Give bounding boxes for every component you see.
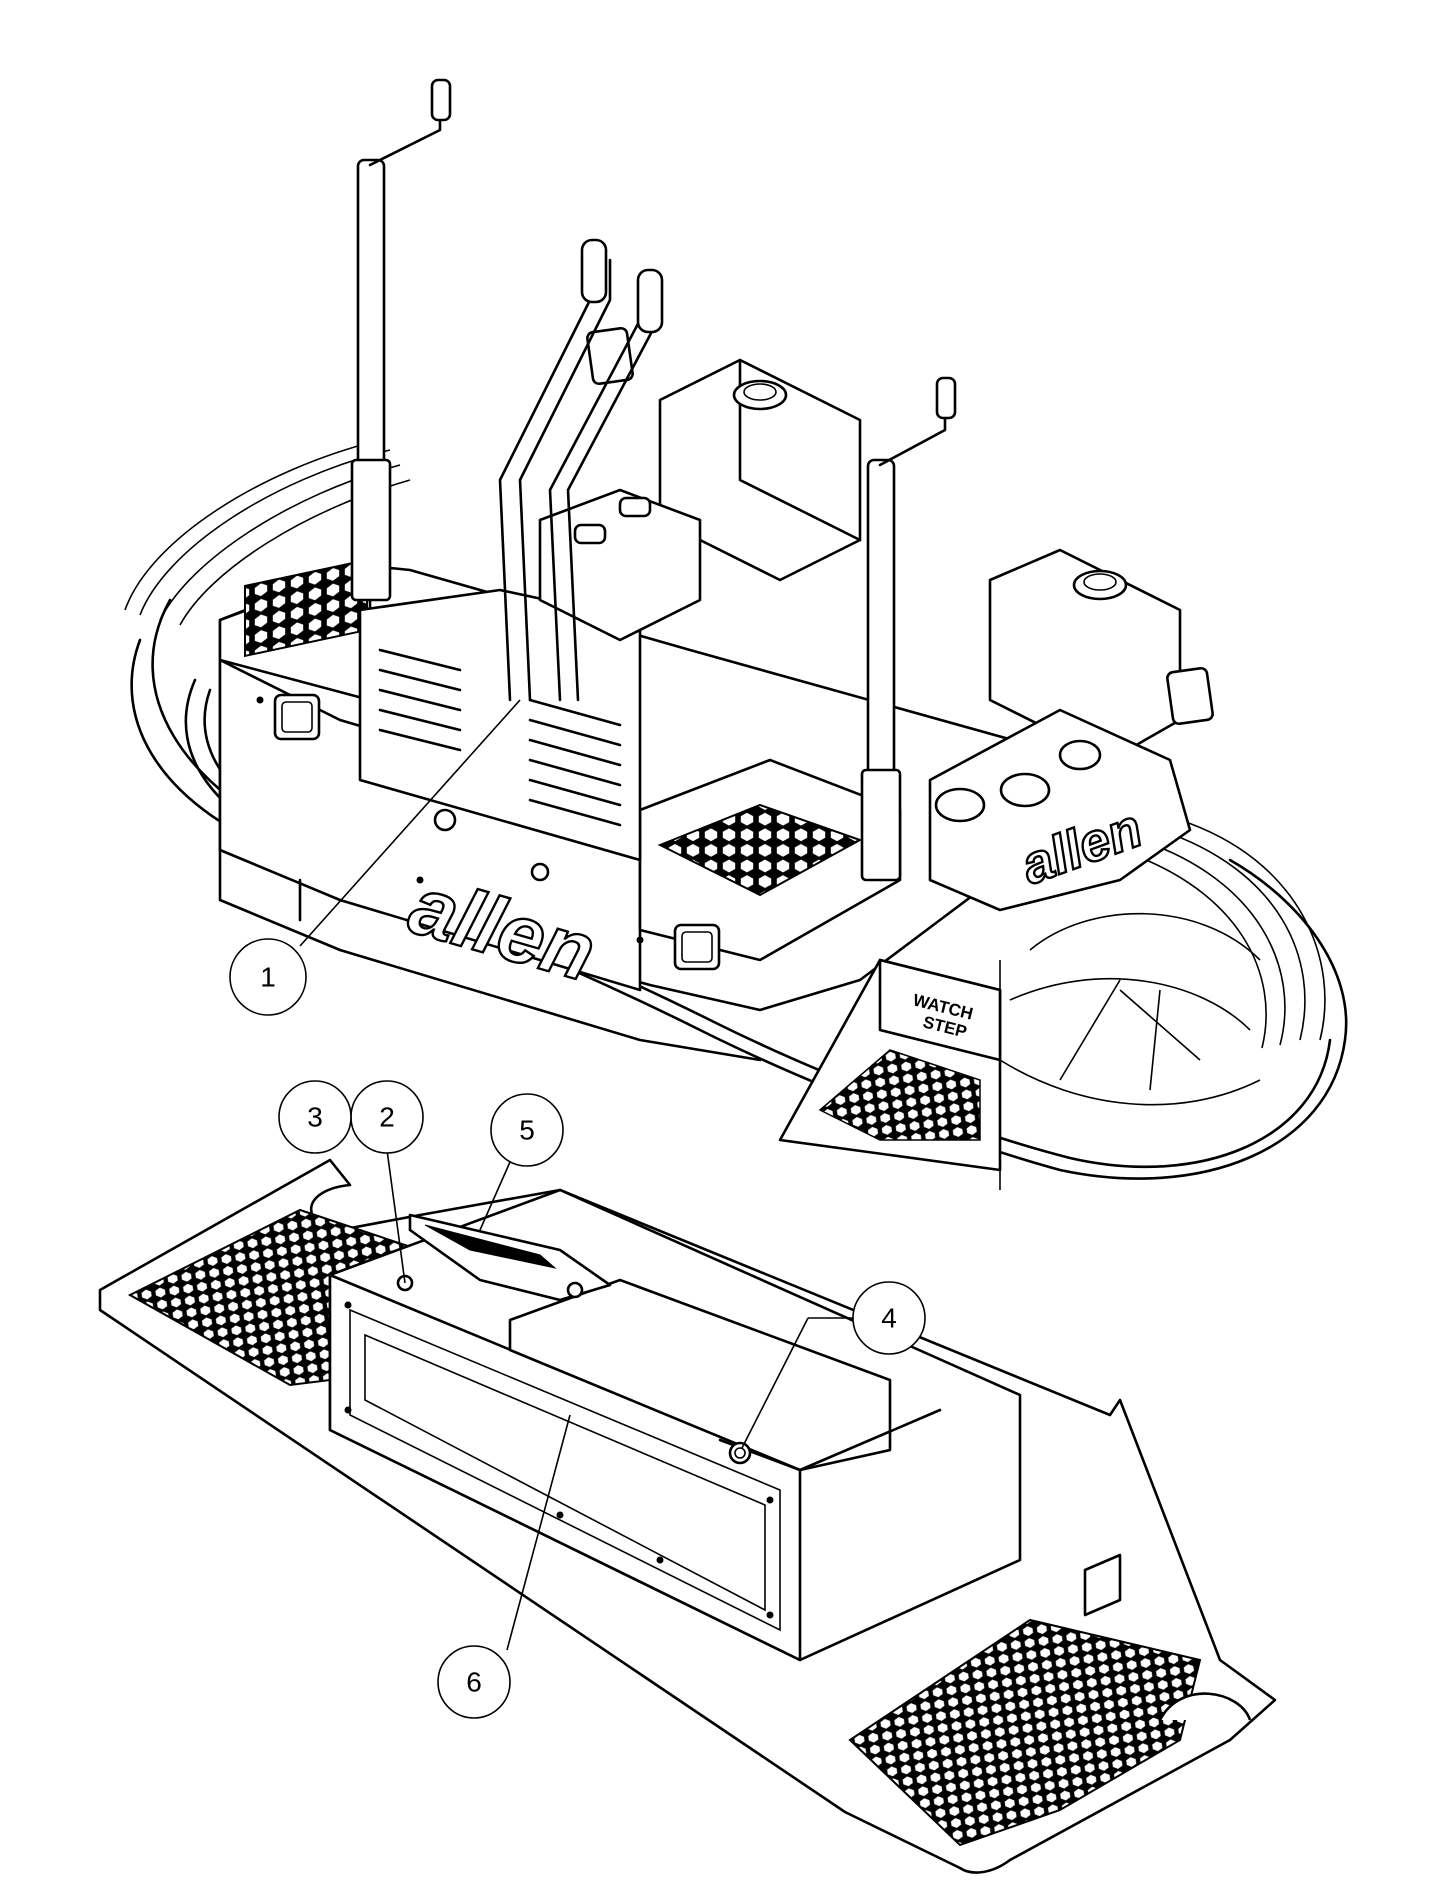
pitch-control-cranks: [350, 78, 957, 882]
gearbox-plate: [928, 708, 1192, 912]
fuel-and-water-tanks: [538, 358, 1182, 762]
callout-3: 3: [278, 1080, 352, 1154]
engine-cover-box: [328, 1188, 1022, 1662]
svg-text:1: 1: [260, 962, 276, 993]
callout-2: 2: [350, 1080, 424, 1154]
steering-levers: [498, 238, 664, 702]
side-step: WATCH STEP: [778, 958, 1002, 1172]
work-light-left: [586, 326, 634, 386]
trowel-guard-rings: [124, 439, 1348, 1190]
svg-text:2: 2: [379, 1102, 395, 1133]
leader-6: [506, 1414, 571, 1651]
svg-text:3: 3: [307, 1102, 323, 1133]
leader-4b: [741, 1317, 809, 1449]
main-chassis: [218, 558, 1132, 1062]
deck-perforation-right: [848, 1618, 1202, 1847]
leader-5: [479, 1161, 511, 1231]
work-light-right: [1166, 666, 1214, 726]
callout-5: 5: [490, 1093, 564, 1167]
svg-text:6: 6: [466, 1667, 482, 1698]
fill-cap: [728, 1441, 752, 1465]
leader-2: [386, 1149, 406, 1284]
power-trowel-assembly: allen allen: [124, 78, 1348, 1190]
deck-cover-assembly: [98, 1158, 1277, 1874]
svg-text:5: 5: [519, 1115, 535, 1146]
svg-text:4: 4: [881, 1303, 897, 1334]
callout-6: 6: [437, 1645, 511, 1719]
cover-louvers: [378, 648, 622, 827]
callout-4: 4: [852, 1281, 926, 1355]
callouts: 1 2 3 4 5 6: [229, 699, 926, 1719]
leader-1: [299, 699, 521, 947]
callout-1: 1: [229, 938, 307, 1016]
